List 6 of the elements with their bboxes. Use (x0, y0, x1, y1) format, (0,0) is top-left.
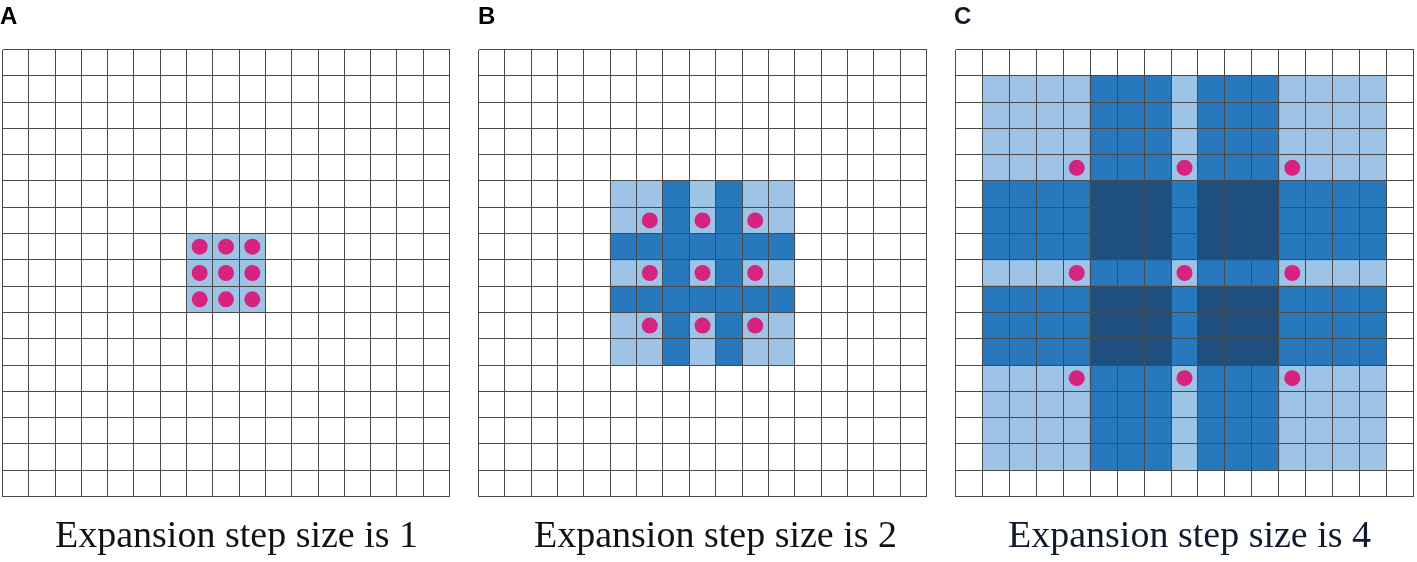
panel-caption: Expansion step size is 2 (534, 514, 898, 556)
panel-label: B (478, 4, 496, 28)
panel-label: A (0, 4, 18, 28)
panel-caption: Expansion step size is 4 (1008, 514, 1372, 556)
panel-caption: Expansion step size is 1 (55, 514, 419, 556)
panel-label: C (954, 4, 972, 28)
